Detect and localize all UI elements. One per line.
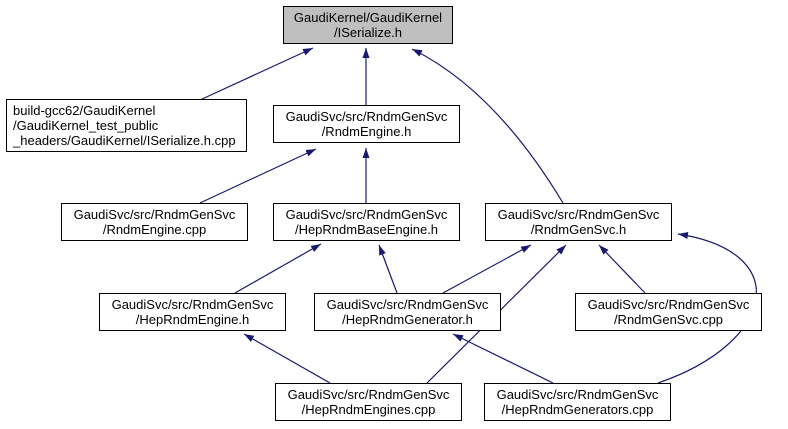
edge-heprndmgenerators_cpp-to-heprndmgenerator_h bbox=[452, 333, 554, 384]
node-heprndmengines-cpp[interactable]: GaudiSvc/src/RndmGenSvc /HepRndmEngines.… bbox=[275, 383, 462, 421]
edge-heprndmgenerator_h-to-rndmgensvc_h bbox=[442, 244, 532, 294]
node-iserialize-h-cpp[interactable]: build-gcc62/GaudiKernel /GaudiKernel_tes… bbox=[6, 99, 247, 152]
node-label-line: _headers/GaudiKernel/ISerialize.h.cpp bbox=[13, 133, 236, 148]
node-rndmengine-cpp[interactable]: GaudiSvc/src/RndmGenSvc /RndmEngine.cpp bbox=[61, 203, 248, 241]
node-heprndmbaseengine-h[interactable]: GaudiSvc/src/RndmGenSvc /HepRndmBaseEngi… bbox=[273, 203, 460, 241]
node-heprndmengine-h[interactable]: GaudiSvc/src/RndmGenSvc /HepRndmEngine.h bbox=[99, 293, 286, 331]
node-label-line: /RndmEngine.h bbox=[321, 124, 412, 139]
node-label-line: GaudiSvc/src/RndmGenSvc bbox=[497, 207, 660, 222]
node-label-line: GaudiSvc/src/RndmGenSvc bbox=[285, 109, 448, 124]
node-label-line: /HepRndmGenerator.h bbox=[342, 312, 473, 327]
node-label-line: /GaudiKernel_test_public bbox=[13, 118, 159, 133]
node-rndmengine-h[interactable]: GaudiSvc/src/RndmGenSvc /RndmEngine.h bbox=[273, 105, 460, 143]
node-label-line: GaudiSvc/src/RndmGenSvc bbox=[496, 387, 659, 402]
edge-heprndmengine_h-to-heprndmbaseengine_h bbox=[234, 243, 322, 294]
node-rndmgensvc-h[interactable]: GaudiSvc/src/RndmGenSvc /RndmGenSvc.h bbox=[485, 203, 672, 241]
node-label-line: /HepRndmEngine.h bbox=[135, 312, 250, 327]
node-label-line: GaudiSvc/src/RndmGenSvc bbox=[111, 297, 274, 312]
node-iserialize-h: GaudiKernel/GaudiKernel /ISerialize.h bbox=[283, 6, 453, 44]
node-label-line: /RndmGenSvc.h bbox=[530, 222, 627, 237]
node-label-line: /ISerialize.h bbox=[334, 25, 402, 40]
node-label-line: GaudiSvc/src/RndmGenSvc bbox=[587, 297, 750, 312]
node-label-line: /RndmEngine.cpp bbox=[102, 222, 207, 237]
node-label-line: /HepRndmGenerators.cpp bbox=[501, 402, 654, 417]
node-label-line: GaudiSvc/src/RndmGenSvc bbox=[287, 387, 450, 402]
node-rndmgensvc-cpp[interactable]: GaudiSvc/src/RndmGenSvc /RndmGenSvc.cpp bbox=[575, 293, 762, 331]
edge-heprndmengines_cpp-to-heprndmengine_h bbox=[243, 333, 331, 384]
edge-rndmengine_cpp-to-rndmengine_h bbox=[199, 148, 317, 204]
node-heprndmgenerators-cpp[interactable]: GaudiSvc/src/RndmGenSvc /HepRndmGenerato… bbox=[484, 383, 671, 421]
edge-rndmgensvc_cpp-to-rndmgensvc_h bbox=[598, 244, 646, 294]
edge-rndmgensvc_h-to-iserialize_h bbox=[411, 48, 564, 204]
node-label-line: GaudiSvc/src/RndmGenSvc bbox=[326, 297, 489, 312]
edge-heprndmgenerator_h-to-heprndmbaseengine_h bbox=[378, 244, 398, 294]
node-label-line: /HepRndmBaseEngine.h bbox=[294, 222, 439, 237]
edge-iserialize_cpp-to-iserialize_h bbox=[199, 47, 314, 101]
node-heprndmgenerator-h[interactable]: GaudiSvc/src/RndmGenSvc /HepRndmGenerato… bbox=[314, 293, 501, 331]
node-label-line: build-gcc62/GaudiKernel bbox=[13, 103, 156, 118]
node-label-line: GaudiSvc/src/RndmGenSvc bbox=[285, 207, 448, 222]
node-label-line: GaudiKernel/GaudiKernel bbox=[293, 10, 443, 25]
node-label-line: /HepRndmEngines.cpp bbox=[301, 402, 436, 417]
node-label-line: /RndmGenSvc.cpp bbox=[613, 312, 724, 327]
node-label-line: GaudiSvc/src/RndmGenSvc bbox=[73, 207, 236, 222]
